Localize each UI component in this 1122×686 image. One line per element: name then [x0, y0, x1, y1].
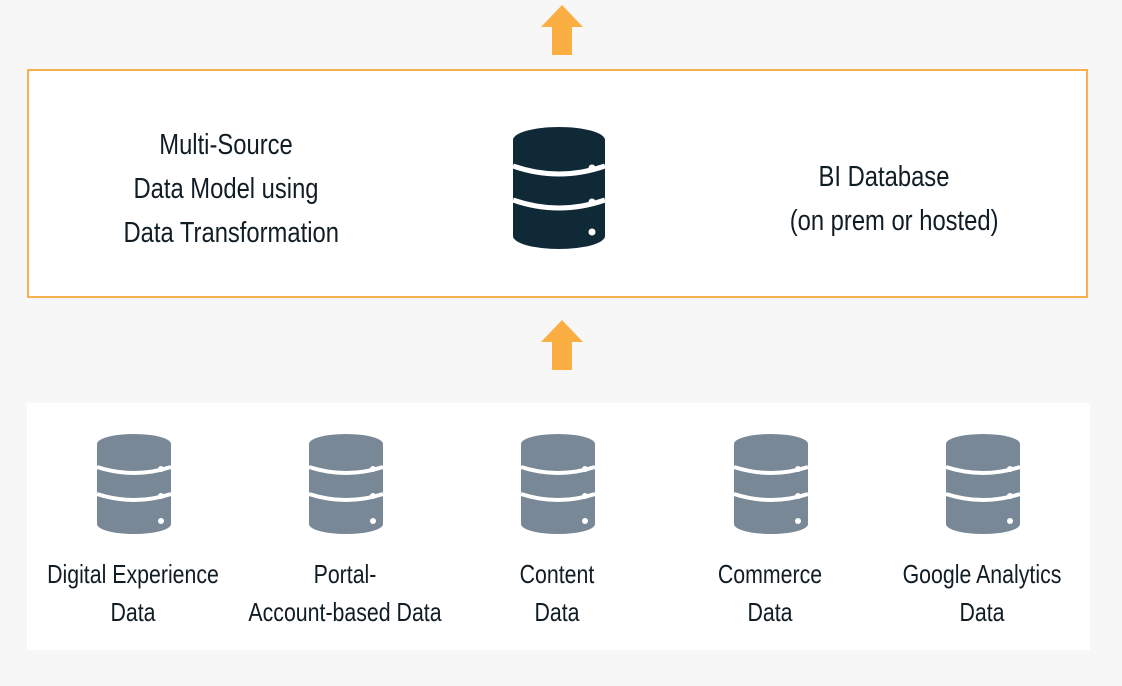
bi-database-line: (on prem or hosted) [789, 205, 999, 237]
data-source-label: Digital Experience Data [30, 555, 237, 631]
data-sources-panel: Digital Experience Data Portal- Account-… [27, 403, 1090, 650]
bi-database-panel: Multi-Source Data Model using Data Trans… [27, 69, 1088, 298]
data-model-line: Data Model using [133, 173, 319, 205]
bi-database-label: BI Database (on prem or hosted) [789, 155, 999, 243]
database-icon [733, 434, 809, 534]
data-model-label: Multi-Source Data Model using Data Trans… [123, 123, 339, 255]
data-source-line: Commerce [717, 559, 823, 589]
data-source-line: Data [534, 597, 580, 627]
data-source-label: Google Analytics Data [879, 555, 1086, 631]
data-source-line: Account-based Data [248, 597, 442, 627]
data-source-label: Portal- Account-based Data [242, 555, 449, 631]
data-source-digital-experience: Digital Experience Data [27, 403, 239, 650]
data-source-line: Content [519, 559, 595, 589]
data-source-line: Google Analytics [902, 559, 1062, 589]
data-model-line: Multi-Source [159, 129, 293, 161]
data-source-line: Digital Experience [47, 559, 219, 589]
database-icon [96, 434, 172, 534]
arrow-up-icon [541, 5, 583, 55]
data-source-label: Content Data [454, 555, 661, 631]
data-source-google-analytics: Google Analytics Data [876, 403, 1088, 650]
database-icon [945, 434, 1021, 534]
database-icon [512, 127, 606, 249]
bi-database-line: BI Database [818, 161, 950, 193]
data-source-line: Data [110, 597, 156, 627]
data-source-line: Data [959, 597, 1005, 627]
database-icon [520, 434, 596, 534]
database-icon [308, 434, 384, 534]
data-source-content: Content Data [451, 403, 663, 650]
data-model-line: Data Transformation [123, 217, 339, 249]
data-source-line: Portal- [313, 559, 377, 589]
data-source-portal: Portal- Account-based Data [239, 403, 451, 650]
data-source-commerce: Commerce Data [664, 403, 876, 650]
data-source-line: Data [747, 597, 793, 627]
arrow-up-icon [541, 320, 583, 370]
data-source-label: Commerce Data [667, 555, 874, 631]
